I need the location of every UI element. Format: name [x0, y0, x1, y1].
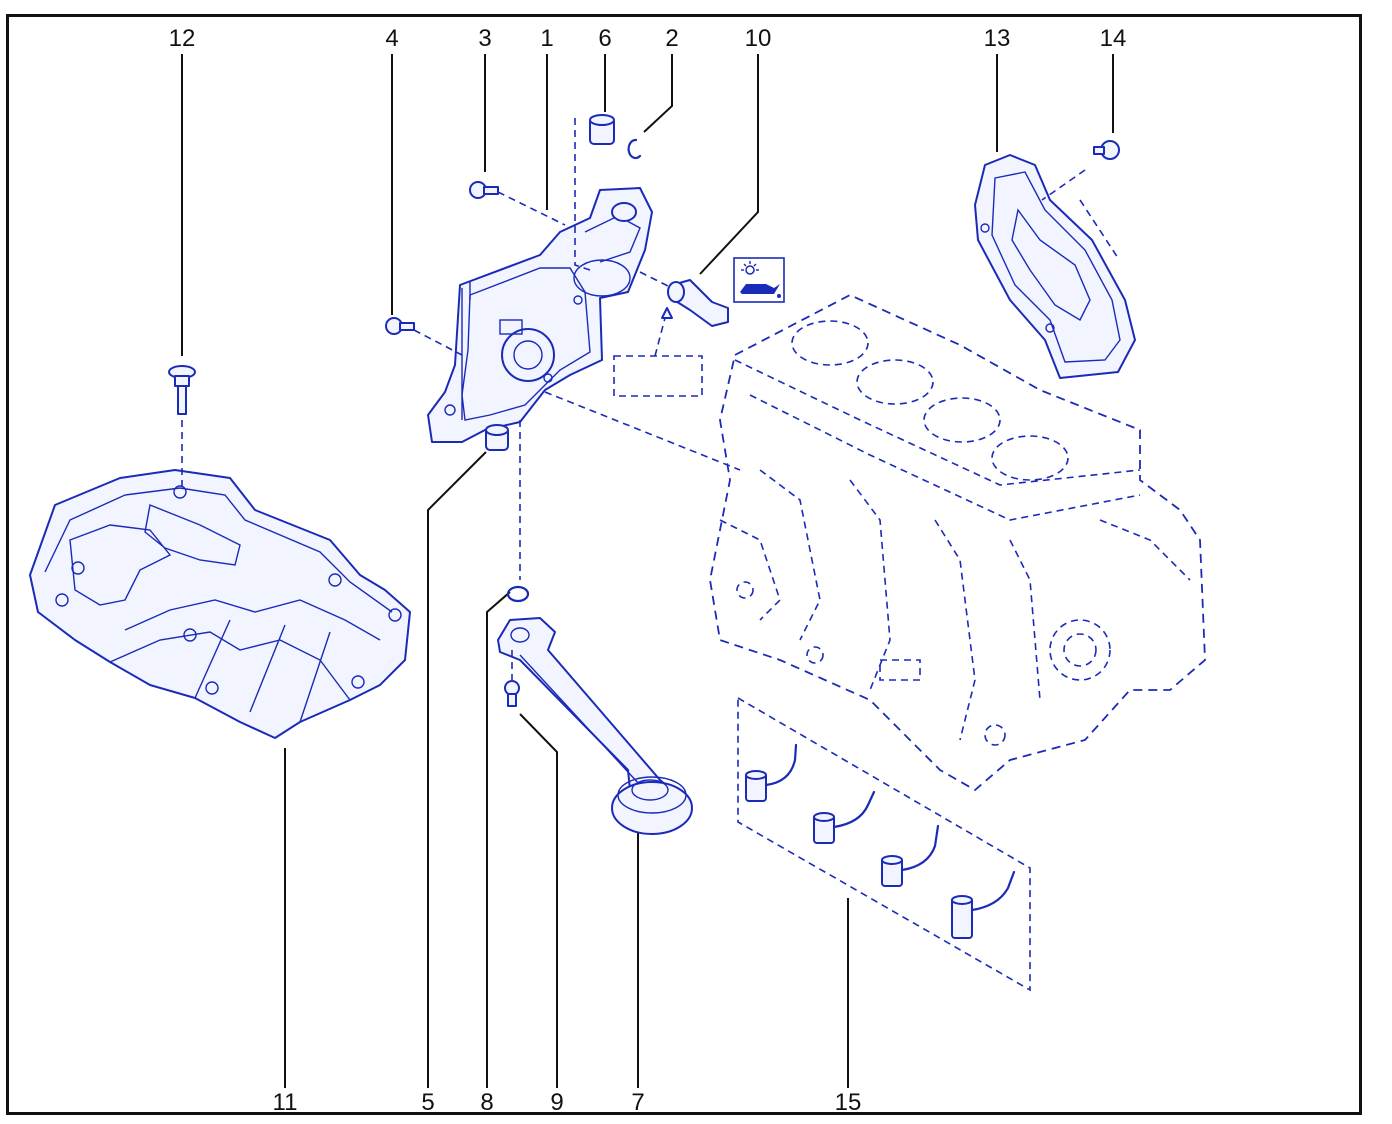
pump-bolt-upper [469, 181, 566, 226]
cooling-jet-2 [813, 790, 876, 844]
oil-pan-baffle [29, 469, 411, 739]
callout-7: 7 [631, 1089, 644, 1116]
callout-14: 14 [1100, 25, 1127, 52]
baffle-bolt [168, 365, 196, 490]
cover-bolt [1093, 140, 1120, 160]
pump-bolt-lower [385, 317, 741, 471]
diagram-frame [6, 14, 1362, 1115]
callout-1: 1 [540, 25, 553, 52]
callout-5: 5 [421, 1089, 434, 1116]
callout-10: 10 [745, 25, 772, 52]
engine-block [709, 293, 1206, 792]
pump-dowel-and-ring [574, 114, 642, 271]
cooling-jet-4 [951, 870, 1016, 939]
callout-12: 12 [169, 25, 196, 52]
callout-6: 6 [598, 25, 611, 52]
callout-2: 2 [665, 25, 678, 52]
oil-pickup-tube [497, 420, 693, 835]
timing-cover-shield [974, 154, 1136, 379]
callout-13: 13 [984, 25, 1011, 52]
callout-9: 9 [550, 1089, 563, 1116]
piston-cooling-jets [737, 696, 1031, 992]
callout-11: 11 [273, 1089, 298, 1116]
oil-pump-housing [427, 187, 653, 443]
leader-lines [181, 54, 1114, 1088]
cooling-jet-1 [745, 743, 798, 802]
pump-dowel-bottom [485, 424, 509, 451]
oil-pressure-warning-icon [733, 257, 785, 303]
callout-3: 3 [478, 25, 491, 52]
callout-15: 15 [835, 1089, 862, 1116]
oil-pressure-switch [613, 271, 729, 397]
callout-4: 4 [385, 25, 398, 52]
cooling-jet-3 [881, 824, 940, 887]
callout-8: 8 [480, 1089, 493, 1116]
